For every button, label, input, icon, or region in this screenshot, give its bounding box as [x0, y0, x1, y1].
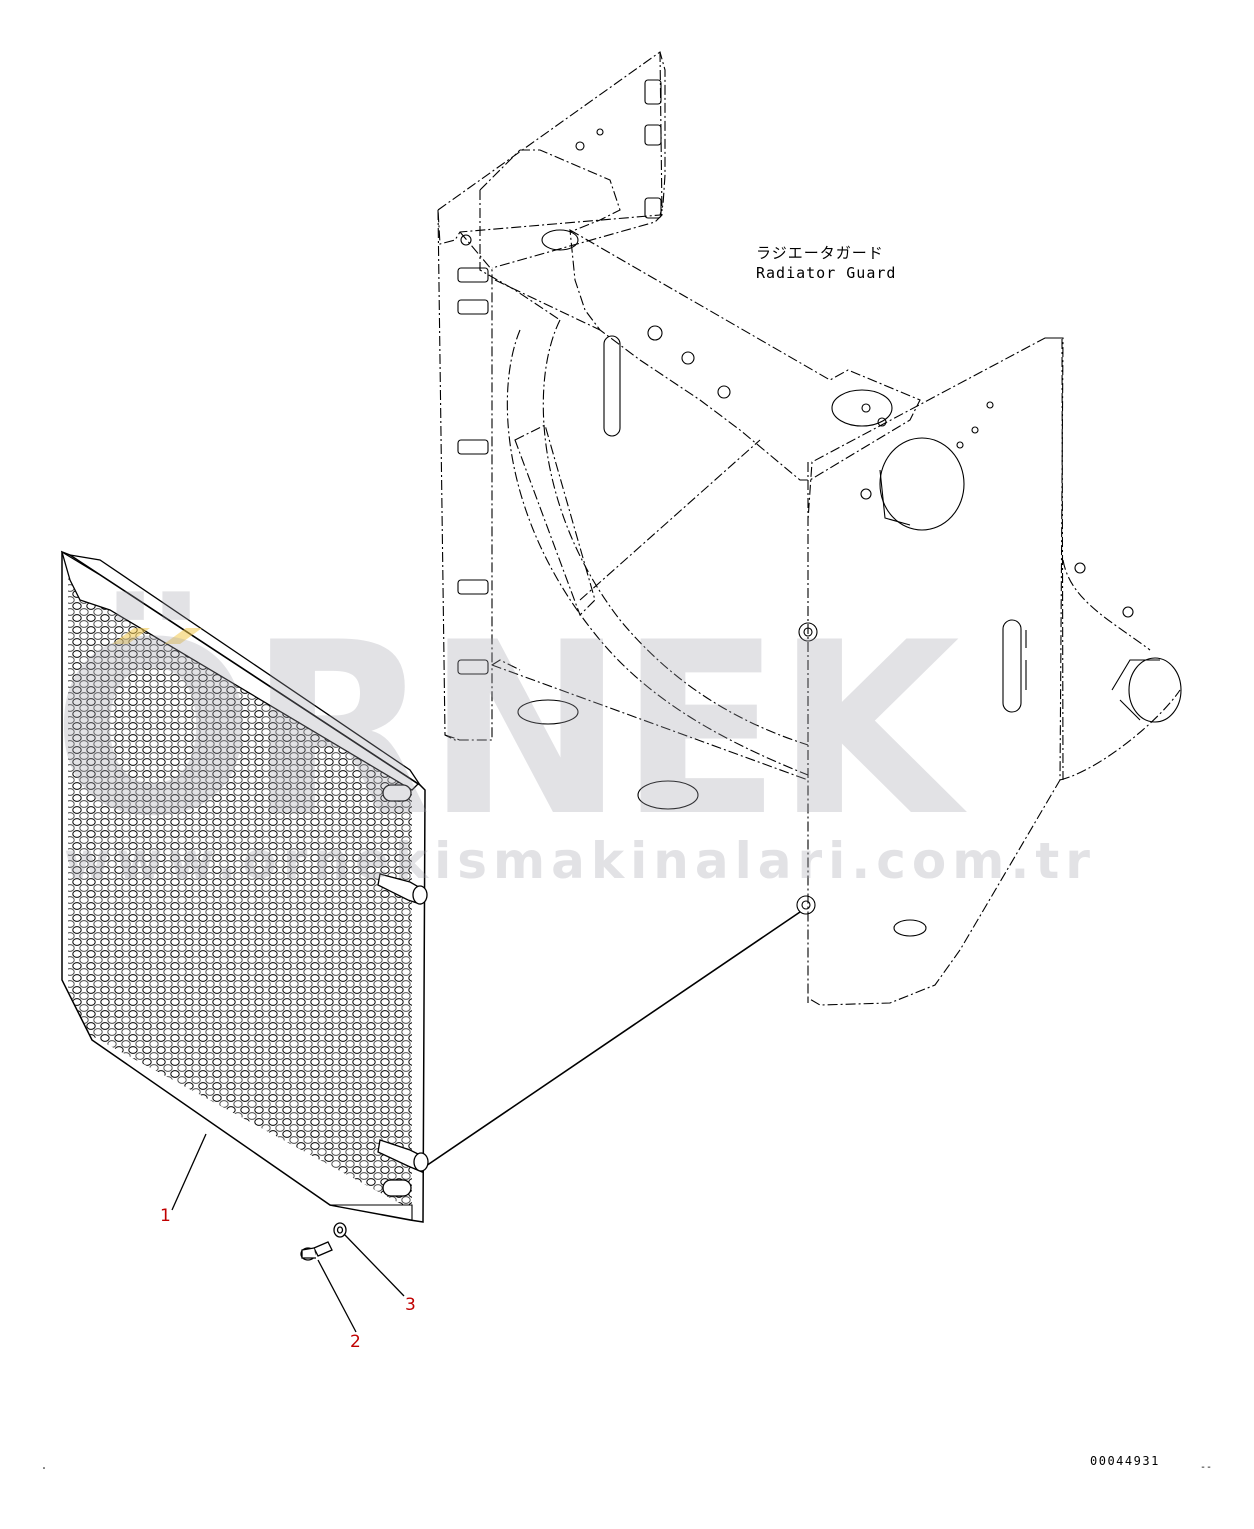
callout-2: 2	[350, 1332, 361, 1352]
watermark-brand: ÖRNEK	[52, 592, 960, 869]
watermark-url: www.ornekismakinalari.com.tr	[64, 832, 1096, 890]
frame-details	[457, 79, 1182, 937]
bolt-part	[300, 1241, 333, 1261]
washer-part	[333, 1222, 347, 1238]
frame-top-duct	[569, 228, 921, 481]
radiator-guard-grille	[60, 550, 429, 1223]
frame-left-plate-front	[437, 209, 1064, 1006]
drawing-number: 00044931	[1090, 1454, 1160, 1468]
leader-lines	[171, 1133, 405, 1333]
watermark-chevron-icon	[112, 628, 202, 644]
frame-curved-channel	[506, 329, 809, 776]
title-japanese: ラジエータガード	[756, 244, 884, 262]
title-english: Radiator Guard	[756, 264, 897, 282]
corner-mark: --	[1200, 1462, 1213, 1473]
mounting-line	[422, 911, 801, 1169]
radiator-frame	[437, 51, 1181, 1006]
callout-3: 3	[405, 1295, 416, 1315]
round-boss	[879, 437, 965, 531]
callout-1: 1	[160, 1206, 171, 1226]
frame-left-side-plate	[437, 51, 666, 245]
pipe-stub	[1128, 657, 1182, 723]
speck-mark	[43, 1467, 45, 1469]
